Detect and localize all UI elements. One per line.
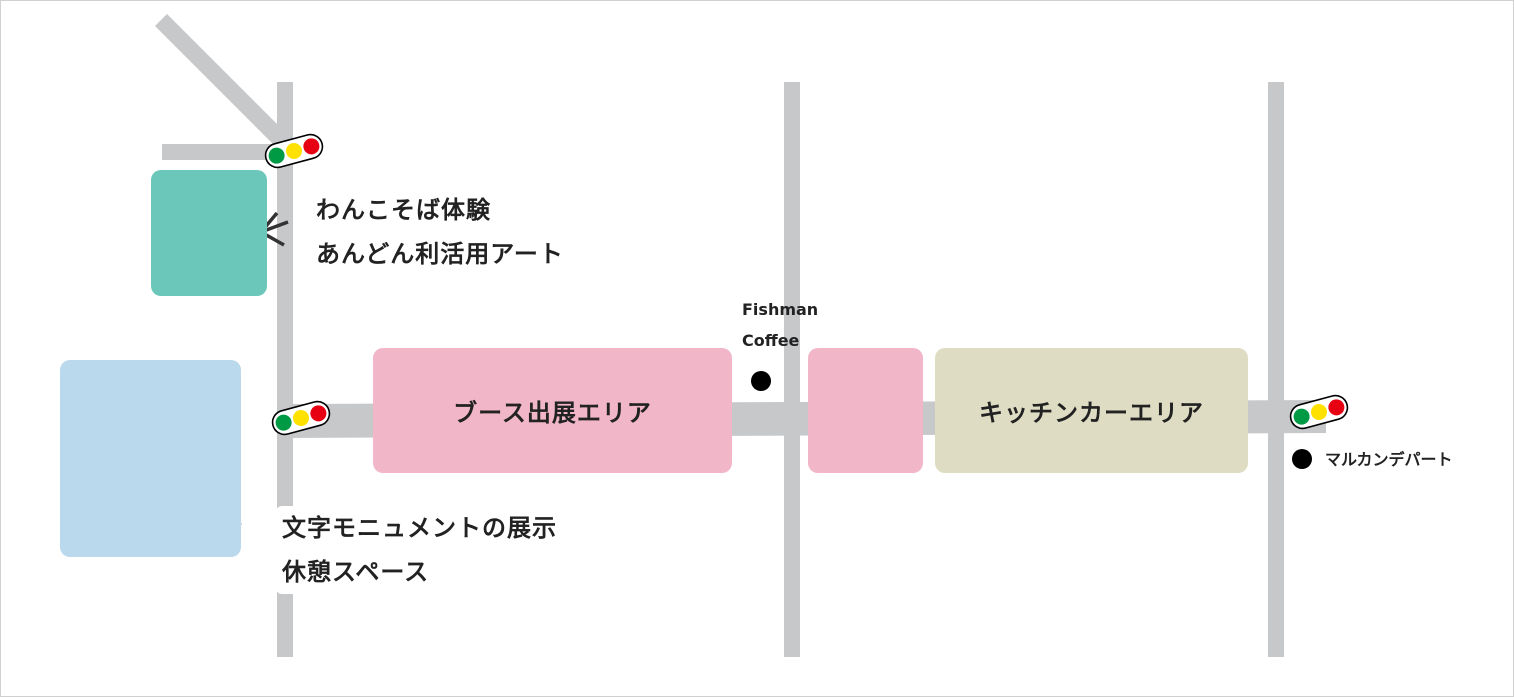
- location-dot-icon: [1292, 449, 1312, 469]
- wanko-line1: わんこそば体験: [316, 196, 491, 224]
- monument-area: [60, 360, 241, 557]
- traffic-light-icon: [264, 133, 324, 169]
- fishman-line1: Fishman: [742, 300, 819, 319]
- fishman-line2: Coffee: [742, 331, 800, 350]
- kitchen-car-area-label: キッチンカーエリア: [979, 399, 1204, 427]
- booth-area: ブース出展エリア: [373, 348, 732, 473]
- road-vertical-middle: [784, 82, 800, 657]
- booth-area-label: ブース出展エリア: [453, 399, 652, 427]
- monument-line2: 休憩スペース: [282, 558, 430, 586]
- marukan-label: マルカンデパート: [1325, 450, 1453, 469]
- kitchen-car-area: キッチンカーエリア: [935, 348, 1248, 473]
- wanko-area: [151, 170, 267, 296]
- road-vertical-right: [1268, 82, 1284, 657]
- road-stub-left: [162, 144, 287, 160]
- location-dot-icon: [751, 371, 771, 391]
- pink-small-area: [808, 348, 923, 473]
- traffic-light-icon: [271, 400, 331, 436]
- monument-label: 文字モニュメントの展示 休憩スペース: [276, 506, 563, 594]
- wanko-label: わんこそば体験 あんどん利活用アート: [316, 188, 564, 276]
- road-diagonal: [154, 13, 294, 153]
- wanko-line2: あんどん利活用アート: [316, 240, 564, 268]
- traffic-light-icon: [1289, 394, 1349, 430]
- monument-line1: 文字モニュメントの展示: [282, 514, 557, 542]
- fishman-coffee-label: Fishman Coffee: [742, 294, 818, 356]
